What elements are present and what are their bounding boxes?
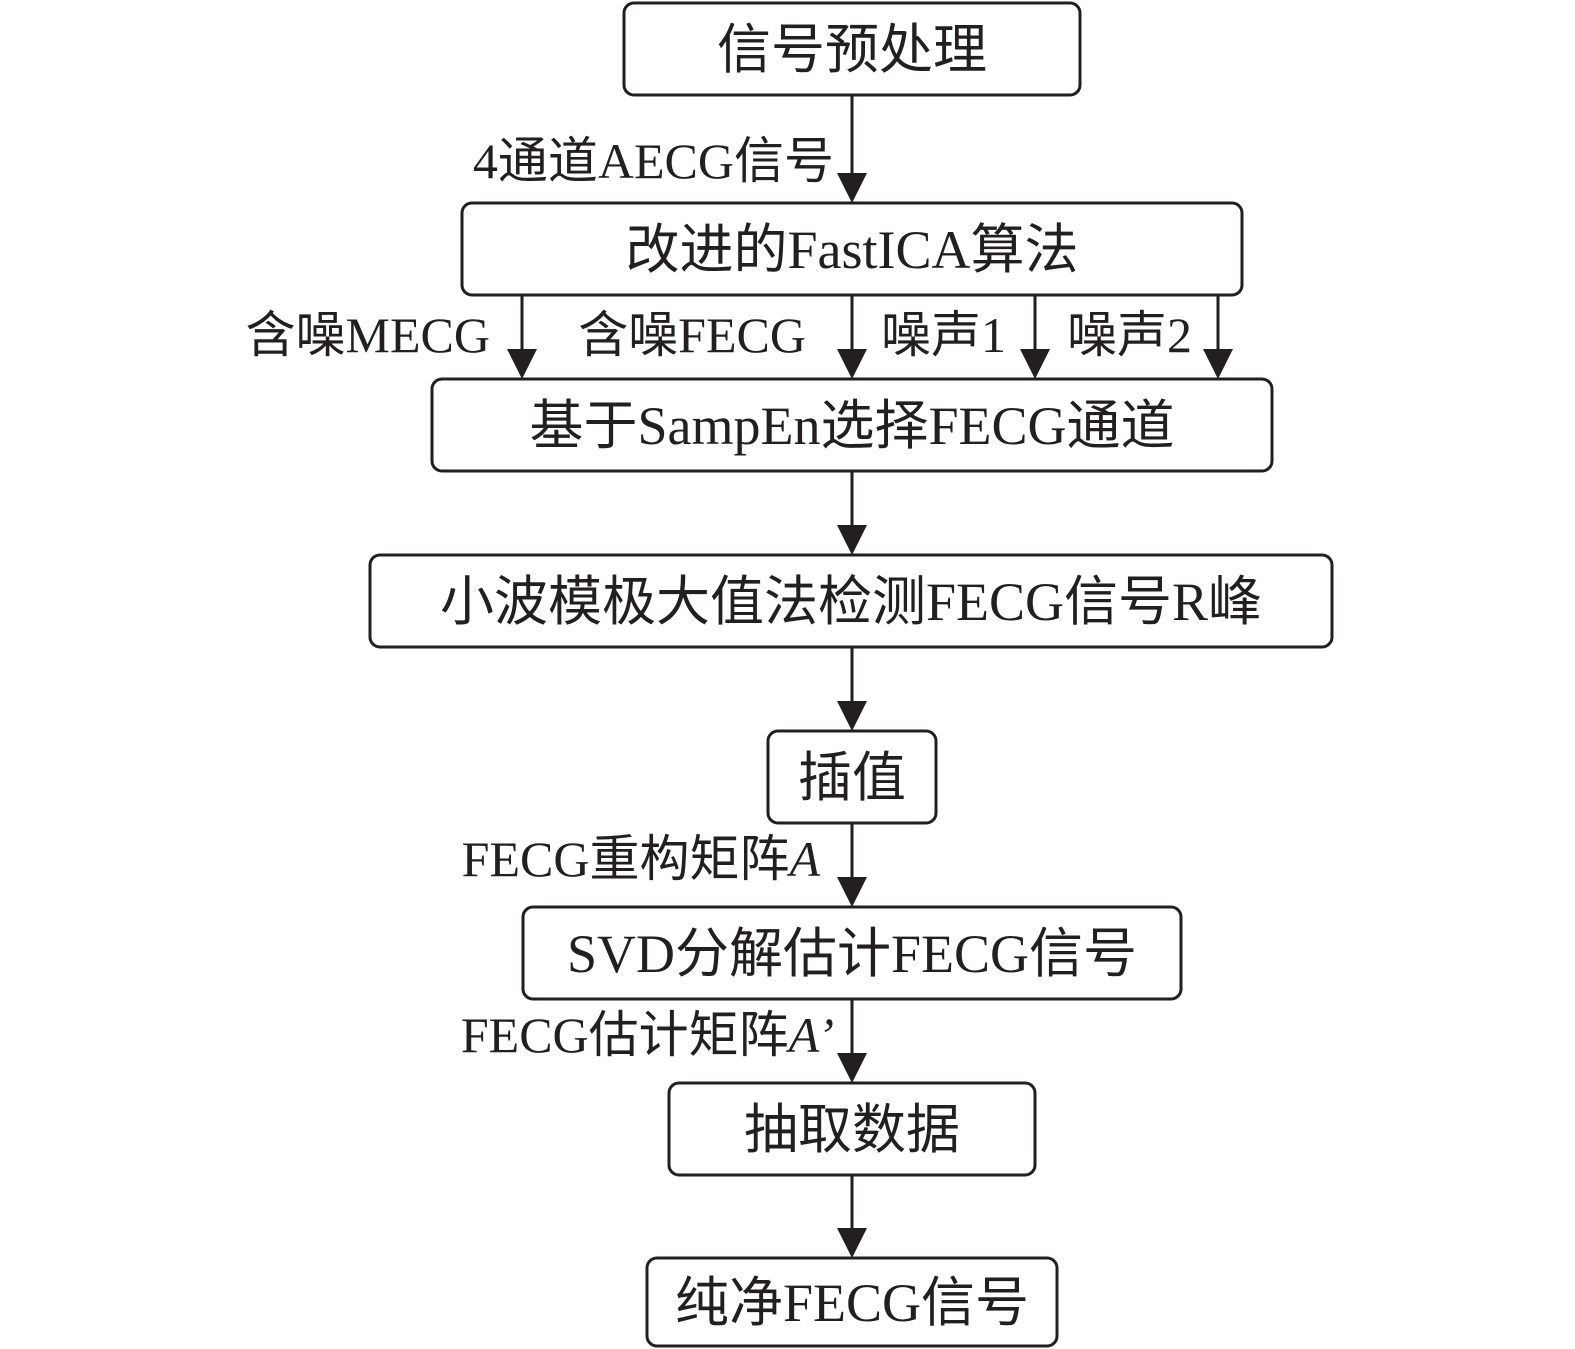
node-label: 小波模极大值法检测FECG信号R峰 (440, 572, 1262, 632)
arrowhead-icon (507, 349, 537, 379)
arrowhead-icon (837, 701, 867, 731)
arrowhead-icon (837, 1053, 867, 1083)
arrowhead-icon (837, 173, 867, 203)
arrowhead-icon (1020, 349, 1050, 379)
edge-label-prefix: FECG重构矩阵 (462, 831, 790, 887)
edge-label: 4通道AECG信号 (473, 133, 834, 189)
arrowhead-icon (837, 877, 867, 907)
arrowhead-icon (1203, 349, 1233, 379)
arrowhead-icon (837, 525, 867, 555)
edge-label-variable: A (786, 831, 820, 887)
edge-label: 含噪MECG (246, 307, 490, 363)
node-label: 纯净FECG信号 (675, 1273, 1029, 1333)
edge-label-variable: A’ (786, 1007, 834, 1063)
node-label: 基于SampEn选择FECG通道 (529, 396, 1174, 456)
node-label: 插值 (798, 748, 906, 808)
edge-label: FECG重构矩阵A (462, 831, 821, 887)
edge-label: FECG估计矩阵A’ (461, 1007, 834, 1063)
edge-label: 含噪FECG (578, 307, 806, 363)
node-label: 信号预处理 (717, 20, 987, 80)
node-label: 抽取数据 (744, 1100, 960, 1160)
arrowhead-icon (837, 1228, 867, 1258)
arrowhead-icon (837, 349, 867, 379)
edge-label: 噪声1 (881, 307, 1006, 363)
edge-label-prefix: FECG估计矩阵 (461, 1007, 789, 1063)
edge-label: 噪声2 (1067, 307, 1192, 363)
node-label: SVD分解估计FECG信号 (567, 924, 1137, 984)
node-label: 改进的FastICA算法 (625, 220, 1078, 280)
